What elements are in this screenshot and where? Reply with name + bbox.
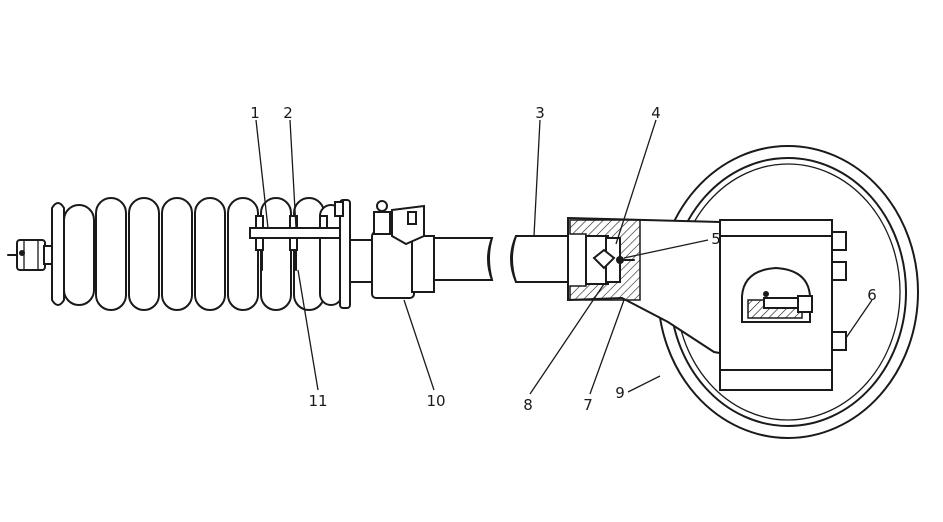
idler-rod-right	[510, 235, 573, 283]
callout-5: 5	[711, 230, 721, 248]
callout-1: 1	[250, 104, 260, 122]
recoil-spring-assembly	[7, 197, 494, 311]
callout-10: 10	[426, 392, 445, 410]
callout-labels: 1 2 3 4 5 6 7 8 9 10 11	[250, 104, 877, 414]
callout-2: 2	[283, 104, 293, 122]
adjusting-nut	[7, 239, 53, 271]
idler-yoke	[567, 216, 770, 362]
callout-11: 11	[308, 392, 327, 410]
callout-7: 7	[583, 396, 593, 414]
leader-lines	[255, 119, 873, 395]
idler-rod-left	[433, 237, 494, 281]
callout-9: 9	[615, 384, 625, 402]
bearing-block	[719, 219, 847, 391]
callout-4: 4	[651, 104, 661, 122]
callout-8: 8	[523, 396, 533, 414]
yoke-housing	[349, 200, 435, 299]
callout-6: 6	[867, 286, 877, 304]
spring-end-plate	[51, 202, 65, 306]
callout-3: 3	[535, 104, 545, 122]
idler-assembly	[510, 145, 919, 439]
recoil-spring-coils	[63, 197, 343, 311]
